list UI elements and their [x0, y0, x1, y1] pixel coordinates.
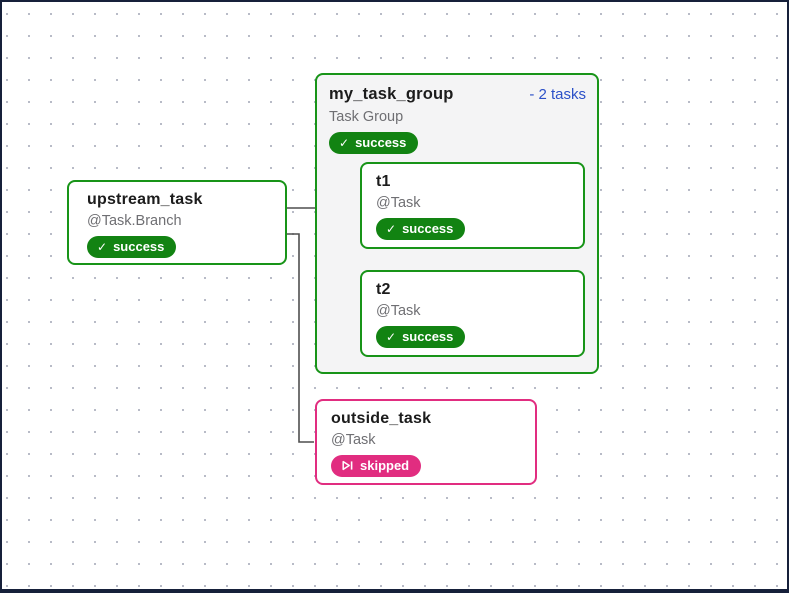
task-title: t2 — [376, 281, 391, 298]
task-node-outside-task[interactable]: outside_task @Task skipped — [315, 399, 537, 485]
task-title: t1 — [376, 173, 391, 190]
status-badge-label: success — [355, 135, 407, 150]
status-badge-success: ✓ success — [329, 132, 419, 154]
task-type-label: @Task.Branch — [87, 213, 182, 229]
task-group-header: my_task_group - 2 tasks — [329, 85, 586, 104]
check-icon: ✓ — [97, 239, 108, 254]
check-icon: ✓ — [386, 221, 397, 236]
task-group-my-task-group[interactable]: my_task_group - 2 tasks Task Group ✓ suc… — [315, 73, 599, 374]
status-badge-success: ✓ success — [87, 236, 177, 258]
task-type-label: @Task — [376, 195, 421, 211]
task-group-title: my_task_group — [329, 85, 454, 103]
task-title: outside_task — [331, 410, 432, 427]
status-badge-label: success — [402, 221, 454, 236]
task-type-label: @Task — [376, 303, 421, 319]
check-icon: ✓ — [339, 135, 350, 150]
status-badge-skipped: skipped — [331, 455, 422, 477]
edge-upstream-to-outside-task — [286, 233, 314, 443]
status-badge-success: ✓ success — [376, 326, 466, 348]
task-node-upstream-task[interactable]: upstream_task @Task.Branch ✓ success — [67, 180, 287, 265]
skip-forward-icon — [342, 460, 353, 471]
status-badge-label: skipped — [360, 458, 410, 473]
status-badge-label: success — [402, 329, 454, 344]
task-title: upstream_task — [87, 191, 203, 208]
task-node-t2[interactable]: t2 @Task ✓ success — [360, 270, 585, 357]
task-type-label: @Task — [331, 432, 376, 448]
task-node-t1[interactable]: t1 @Task ✓ success — [360, 162, 585, 249]
status-badge-label: success — [113, 239, 165, 254]
status-badge-success: ✓ success — [376, 218, 466, 240]
task-group-type-label: Task Group — [329, 109, 404, 125]
check-icon: ✓ — [386, 329, 397, 344]
collapse-tasks-link[interactable]: - 2 tasks — [529, 86, 586, 103]
